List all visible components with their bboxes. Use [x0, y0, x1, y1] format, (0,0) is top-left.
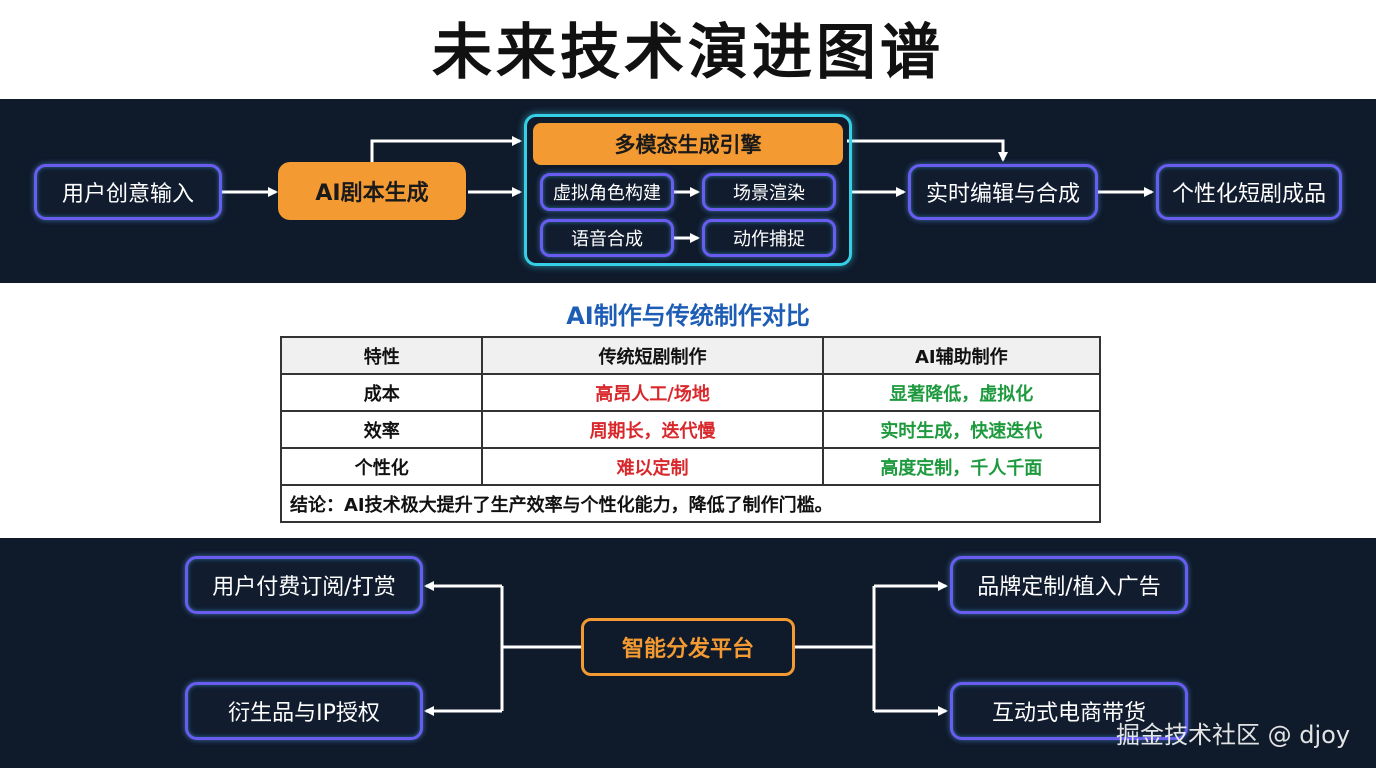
ai-cell: 显著降低，虚拟化: [821, 373, 1102, 412]
table-row: 效率 周期长，迭代慢 实时生成，快速迭代: [279, 410, 1102, 449]
watermark: 掘金技术社区 @ djoy: [1116, 721, 1351, 749]
ai-cell: 高度定制，千人千面: [821, 447, 1102, 486]
engine-item-character: 虚拟角色构建: [540, 173, 674, 211]
engine-item-voice: 语音合成: [540, 219, 674, 257]
ai-cell: 实时生成，快速迭代: [821, 410, 1102, 449]
multimodal-engine-group: [524, 114, 852, 266]
traditional-cell: 周期长，迭代慢: [481, 410, 824, 449]
traditional-cell: 高昂人工/场地: [481, 373, 824, 412]
feature-cell: 成本: [279, 373, 484, 412]
page-title: 未来技术演进图谱: [432, 18, 944, 88]
arrow-engine-to-edit-top: [847, 139, 1008, 162]
table-row: 成本 高昂人工/场地 显著降低，虚拟化: [279, 373, 1102, 412]
engine-item-motion: 动作捕捉: [702, 219, 836, 257]
distribution-platform-node: 智能分发平台: [581, 618, 795, 676]
ecommerce-node: 互动式电商带货: [950, 682, 1188, 740]
brand-ads-node: 品牌定制/植入广告: [950, 556, 1188, 614]
header-ai: AI辅助制作: [821, 336, 1102, 375]
realtime-edit-node: 实时编辑与合成: [908, 164, 1098, 220]
table-row: 个性化 难以定制 高度定制，千人千面: [279, 447, 1102, 486]
header-traditional: 传统短剧制作: [481, 336, 824, 375]
comparison-title: AI制作与传统制作对比: [566, 302, 810, 330]
ip-licensing-node: 衍生品与IP授权: [185, 682, 423, 740]
conclusion-row: 结论：AI技术极大提升了生产效率与个性化能力，降低了制作门槛。: [280, 484, 1101, 523]
ai-script-node: AI剧本生成: [278, 162, 466, 220]
comparison-table: 特性 传统短剧制作 AI辅助制作 成本 高昂人工/场地 显著降低，虚拟化 效率 …: [279, 336, 1102, 523]
multimodal-engine-header: 多模态生成引擎: [533, 123, 843, 165]
user-input-node: 用户创意输入: [34, 164, 222, 220]
arrow-script-to-engine-top: [370, 136, 522, 162]
table-header-row: 特性 传统短剧制作 AI辅助制作: [279, 336, 1102, 375]
subscription-node: 用户付费订阅/打赏: [185, 556, 423, 614]
traditional-cell: 难以定制: [481, 447, 824, 486]
personalized-output-node: 个性化短剧成品: [1156, 164, 1342, 220]
engine-item-scene: 场景渲染: [702, 173, 836, 211]
header-feature: 特性: [279, 336, 484, 375]
conclusion-cell: 结论：AI技术极大提升了生产效率与个性化能力，降低了制作门槛。: [280, 484, 1101, 523]
feature-cell: 效率: [279, 410, 484, 449]
feature-cell: 个性化: [279, 447, 484, 486]
